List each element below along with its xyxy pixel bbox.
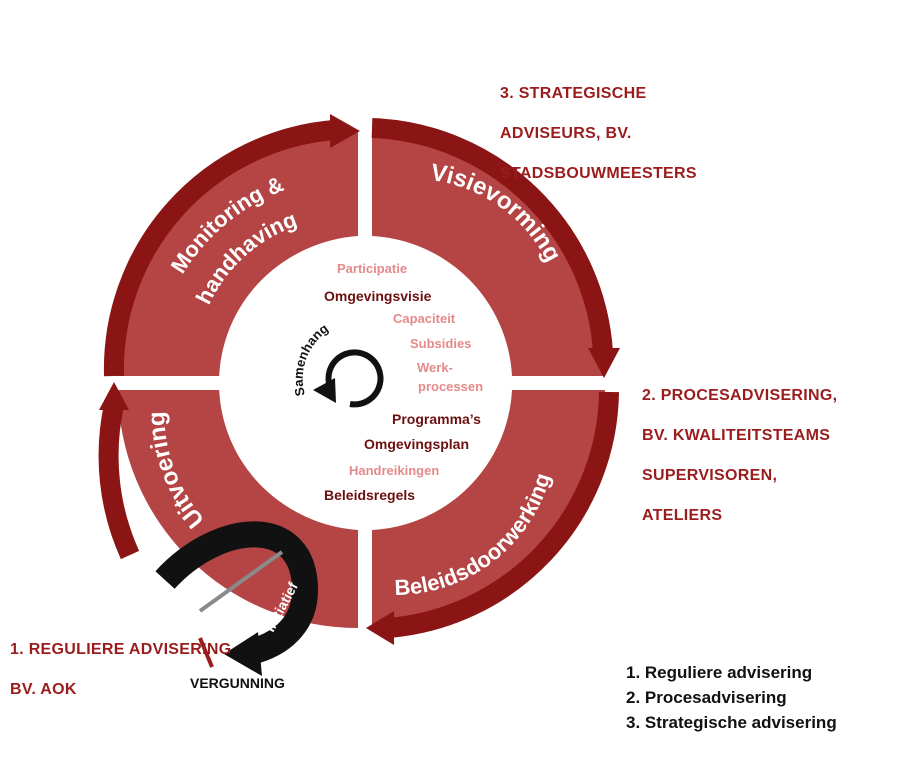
center-item: processen xyxy=(418,379,483,394)
connector-gray xyxy=(198,550,284,613)
arrowhead-beleidsdoorwerking xyxy=(366,611,394,645)
arrowhead-uitvoering xyxy=(99,382,129,410)
segment-monitoring xyxy=(117,131,358,376)
center-circle xyxy=(219,237,511,529)
annotation-process-line3: SUPERVISOREN, xyxy=(642,467,778,484)
outer-arrows xyxy=(98,114,620,645)
center-item: Capaciteit xyxy=(393,311,456,326)
center-item: Omgevingsvisie xyxy=(324,288,432,304)
annotation-strategic: 3. STRATEGISCHE ADVISEURS, BV. STADSBOUW… xyxy=(500,64,697,204)
connector-red xyxy=(198,637,214,668)
annotation-regular: 1. REGULIERE ADVISERING BV. AOK xyxy=(10,620,231,720)
center-item: Werk- xyxy=(417,360,453,375)
cycle-icon xyxy=(313,349,384,408)
annotation-process-line1: 2. PROCESADVISERING, xyxy=(642,387,838,404)
center-item: Participatie xyxy=(337,261,407,276)
center-item: Beleidsregels xyxy=(324,487,415,503)
annotation-strategic-line3: STADSBOUWMEESTERS xyxy=(500,165,697,182)
annotation-strategic-line2: ADVISEURS, BV. xyxy=(500,125,632,142)
annotation-process: 2. PROCESADVISERING, BV. KWALITEITSTEAMS… xyxy=(642,366,837,546)
legend-item: 2. Procesadvisering xyxy=(626,688,787,707)
arrow-uitvoering xyxy=(98,402,140,560)
annotation-regular-line1: 1. REGULIERE ADVISERING xyxy=(10,641,232,658)
arrowhead-monitoring xyxy=(330,114,360,148)
legend: 1. Reguliere advisering 2. Procesadviser… xyxy=(626,660,837,735)
arrow-beleidsdoorwerking xyxy=(387,391,619,638)
annotation-process-line2: BV. KWALITEITSTEAMS xyxy=(642,427,831,444)
legend-item: 1. Reguliere advisering xyxy=(626,663,813,682)
legend-item: 3. Strategische advisering xyxy=(626,713,837,732)
arrow-monitoring xyxy=(103,120,335,377)
segment-beleidsdoorwerking xyxy=(372,390,605,628)
annotation-process-line4: ATELIERS xyxy=(642,507,723,524)
annotation-strategic-line1: 3. STRATEGISCHE xyxy=(500,85,647,102)
initiatief-arrow xyxy=(155,521,319,676)
arrow-visievorming xyxy=(371,118,613,353)
center-item: Omgevingsplan xyxy=(364,436,469,452)
segment-visievorming xyxy=(372,132,606,376)
center-item: Handreikingen xyxy=(349,463,439,478)
center-item: Programma’s xyxy=(392,411,481,427)
annotation-regular-line2: BV. AOK xyxy=(10,681,77,698)
ring xyxy=(117,131,606,628)
label-vergunning: VERGUNNING xyxy=(190,675,285,691)
arrowhead-visievorming xyxy=(588,348,620,378)
center-item: Subsidies xyxy=(410,336,471,351)
center-items: Participatie Omgevingsvisie Capaciteit S… xyxy=(324,261,483,503)
